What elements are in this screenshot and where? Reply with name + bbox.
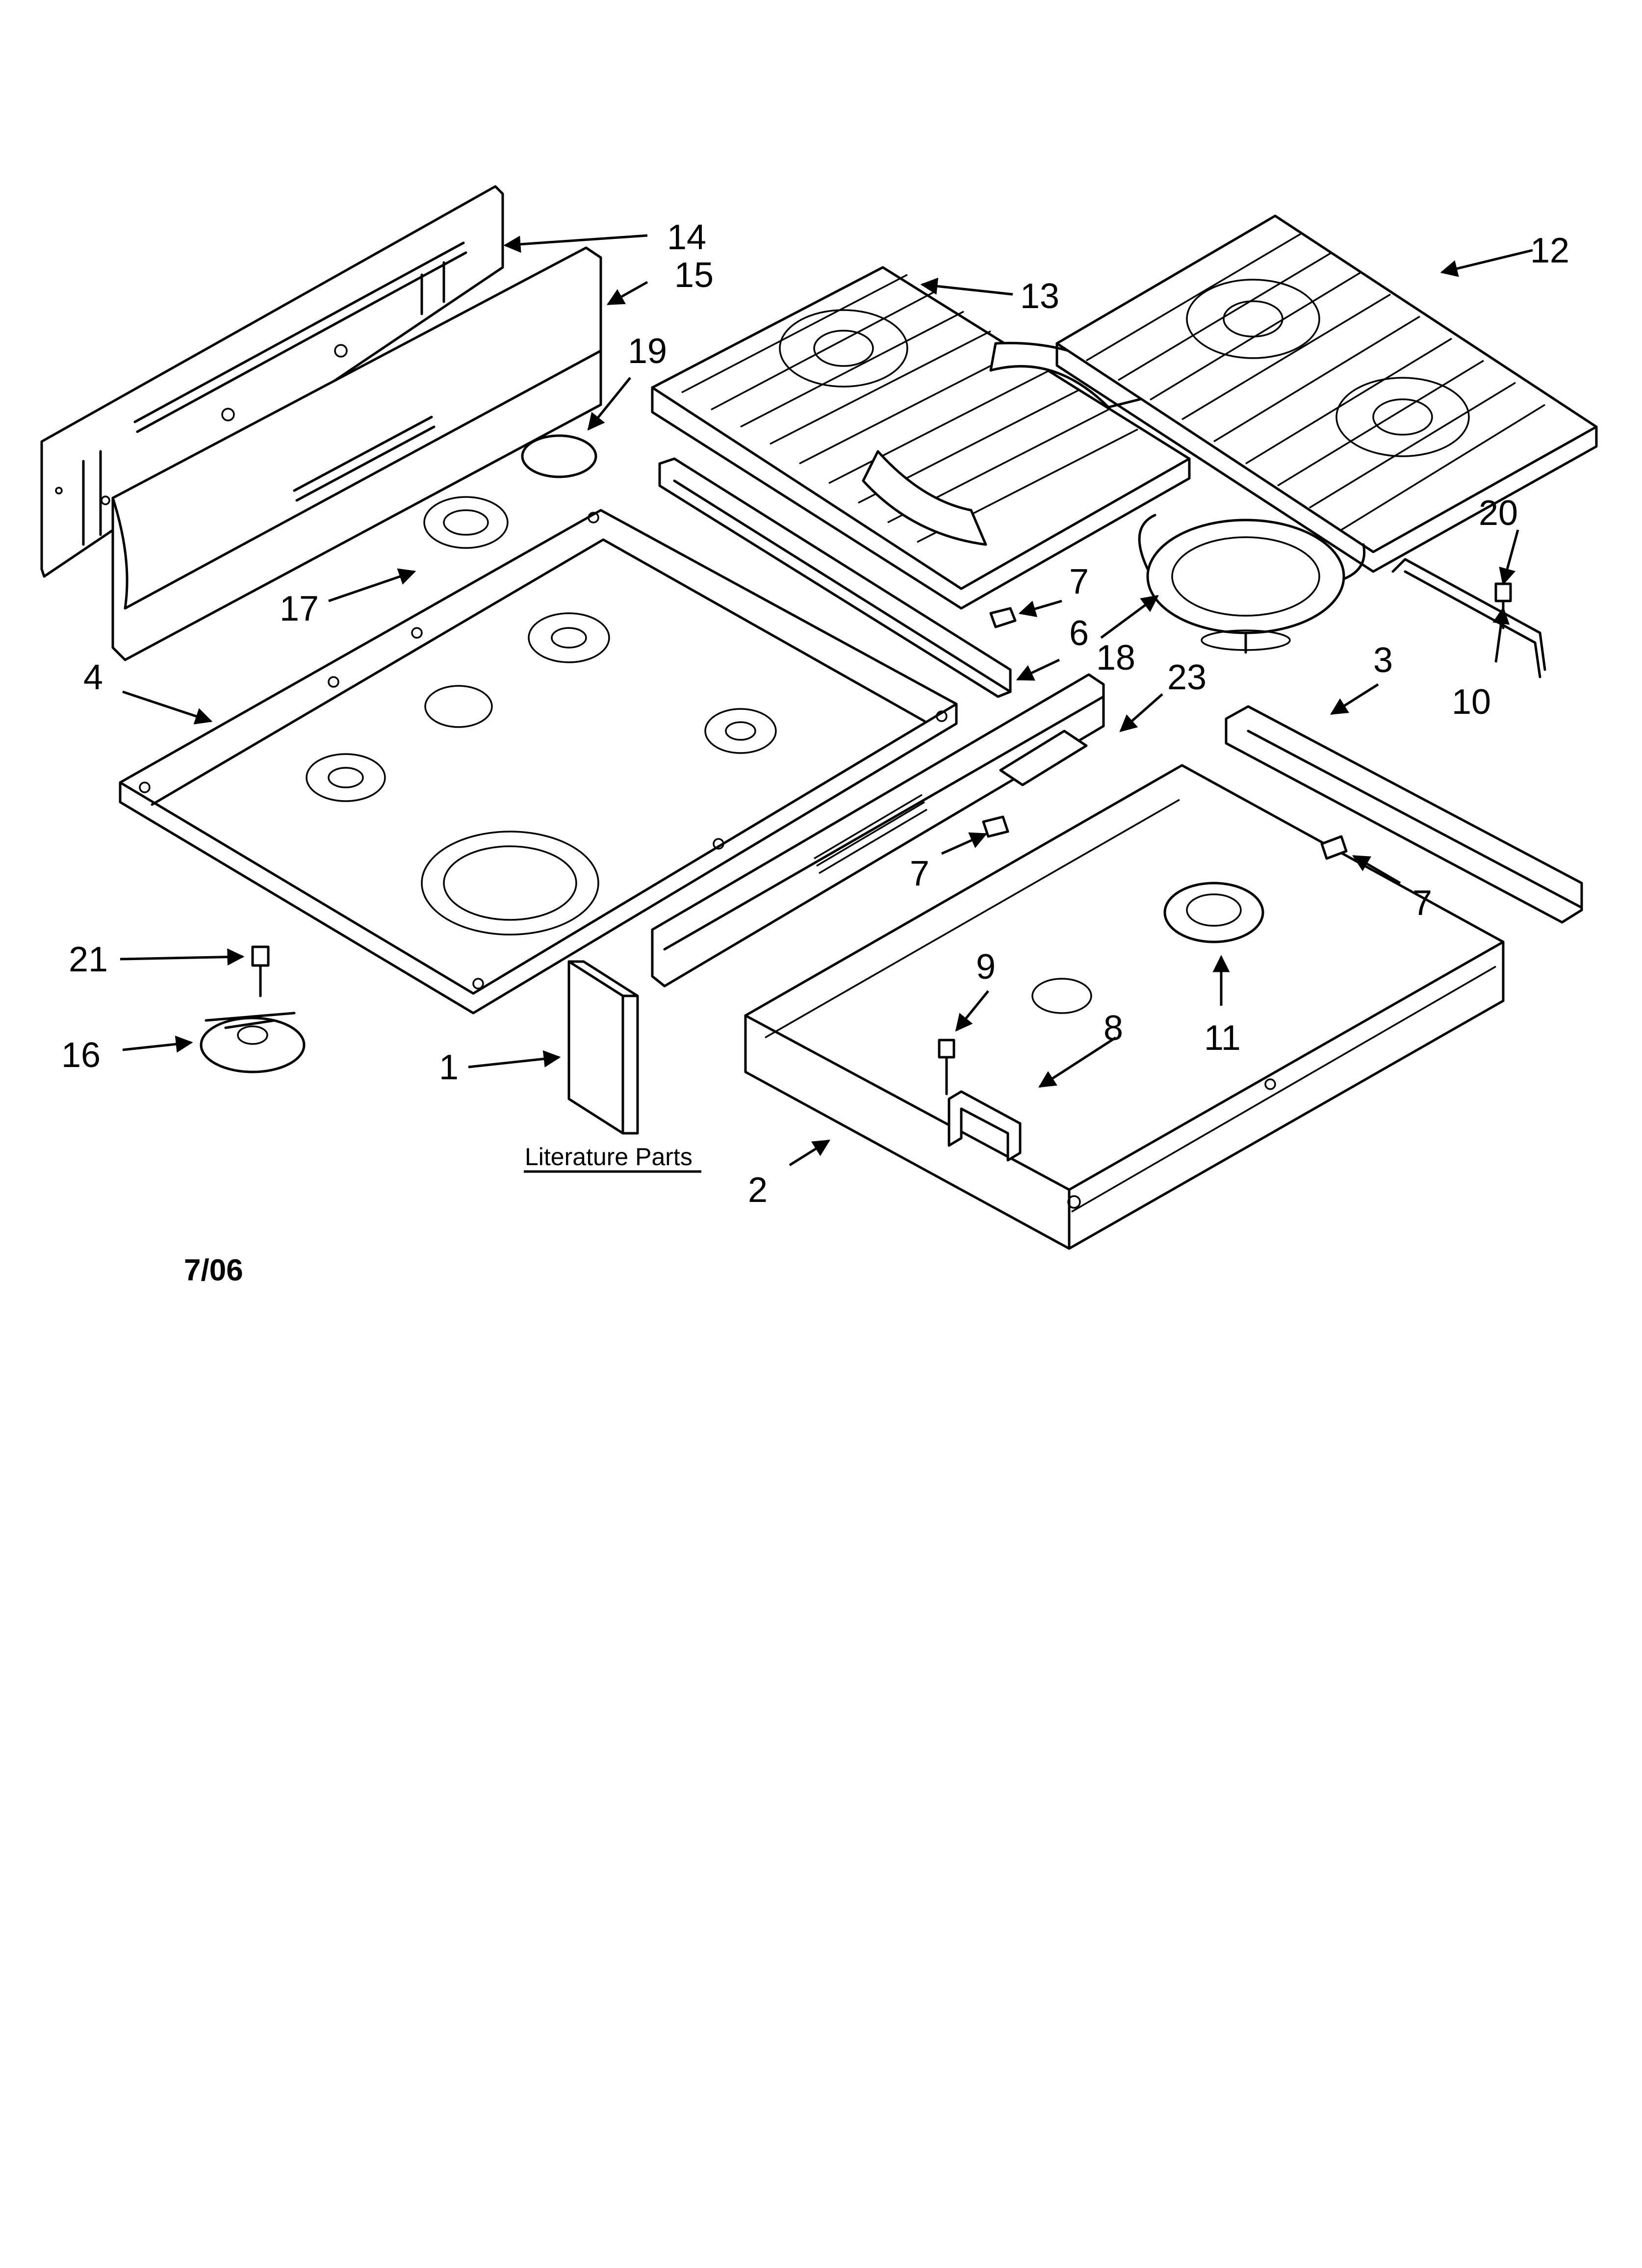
part-7-screw-c (1320, 835, 1348, 860)
part-8-bracket (948, 1090, 1022, 1162)
callout-23: 23 (1167, 658, 1206, 697)
part-18-wok-grate (1138, 514, 1366, 654)
part-4-cooktop-top (119, 496, 958, 1015)
part-6-trim (658, 457, 1012, 698)
part-19-burner-cap (521, 434, 597, 478)
callout-2: 2 (748, 1171, 768, 1210)
callout-7-upper: 7 (1069, 562, 1089, 601)
part-12-right-grate (1055, 214, 1598, 573)
part-9-screw (938, 1039, 955, 1095)
callout-3: 3 (1373, 641, 1393, 680)
part-13-left-grate (651, 266, 1191, 610)
callout-9: 9 (976, 947, 996, 987)
leader-lines (120, 234, 1533, 1167)
part-1-literature (567, 960, 639, 1135)
part-7-screw-a (989, 607, 1017, 628)
callout-7-middle: 7 (910, 854, 929, 893)
callout-19: 19 (628, 332, 667, 371)
callout-15: 15 (674, 256, 714, 295)
callout-10: 10 (1452, 682, 1491, 722)
part-7-screw-b (982, 815, 1009, 838)
callout-12: 12 (1530, 231, 1569, 270)
callout-7-right: 7 (1412, 884, 1432, 923)
part-11-burner-base (1163, 882, 1264, 943)
callout-4: 4 (83, 658, 103, 697)
callout-20: 20 (1479, 494, 1518, 533)
part-3-side-rail (1225, 705, 1583, 924)
callout-8: 8 (1103, 1009, 1123, 1048)
literature-parts-label: Literature Parts (525, 1143, 693, 1171)
part-10-bracket (1391, 558, 1546, 678)
part-21-screw (251, 945, 270, 997)
callout-6: 6 (1069, 614, 1089, 653)
callout-17: 17 (280, 589, 319, 628)
callout-21: 21 (69, 940, 108, 979)
callout-16: 16 (61, 1036, 101, 1075)
callout-14: 14 (667, 218, 706, 257)
callout-1: 1 (439, 1048, 459, 1087)
part-23-shield (651, 673, 1105, 988)
part-15-backguard (111, 246, 602, 661)
date-code: 7/06 (184, 1253, 243, 1287)
callout-labels: 14 15 19 13 12 17 4 7 6 18 23 3 20 10 7 … (61, 218, 1569, 1210)
callout-11: 11 (1204, 1018, 1241, 1058)
callout-18: 18 (1096, 638, 1135, 678)
part-16-valve-bracket (200, 1012, 306, 1073)
callout-13: 13 (1020, 277, 1059, 316)
